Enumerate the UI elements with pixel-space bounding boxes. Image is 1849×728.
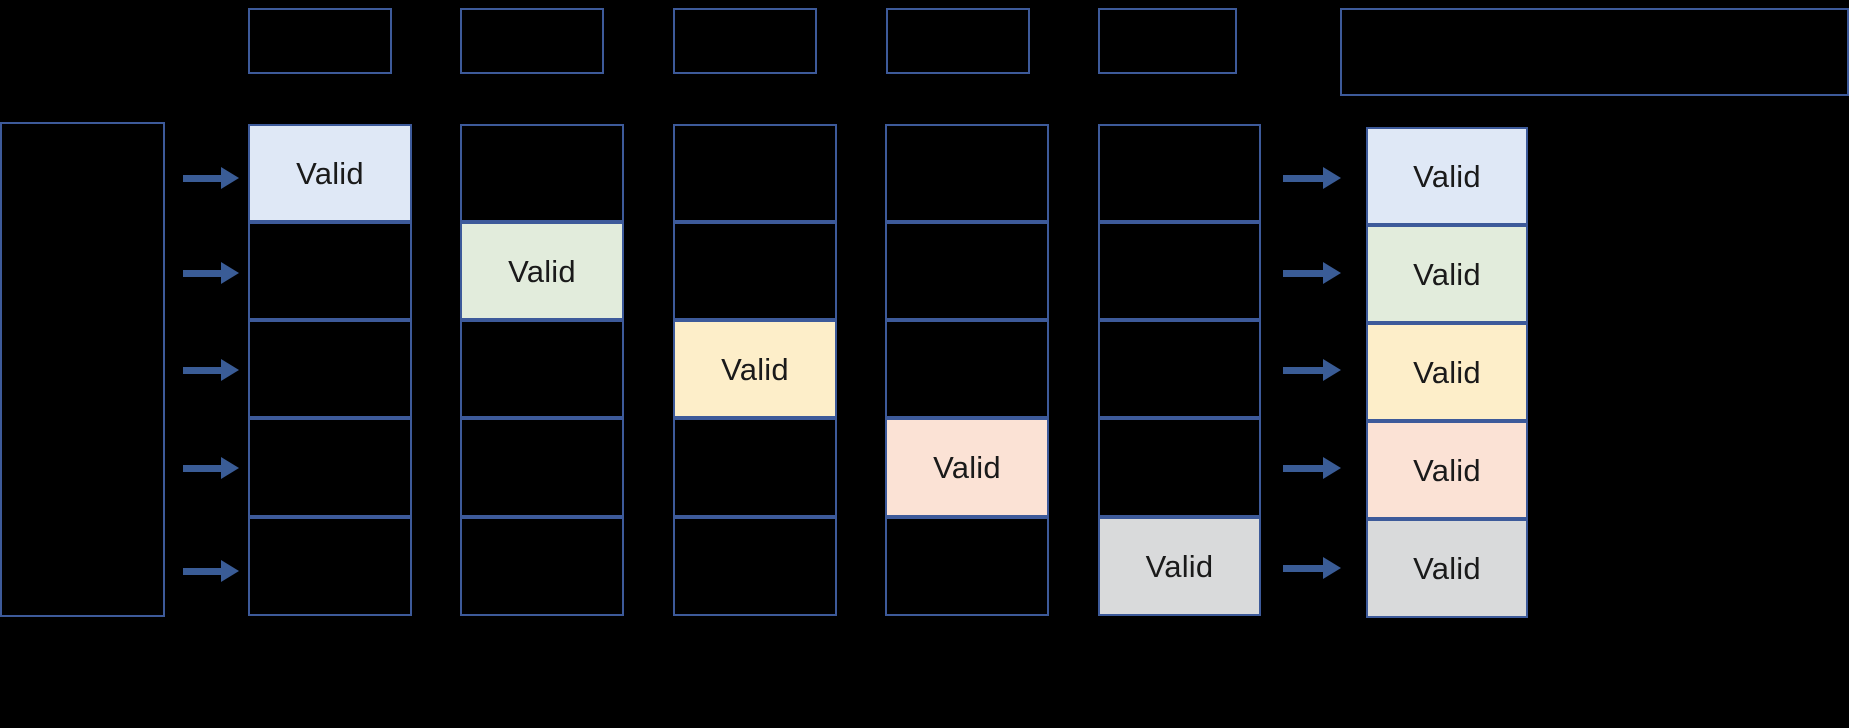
column-1-cell-5 — [248, 517, 412, 616]
left-arrow-5 — [183, 560, 239, 582]
arrow-head — [221, 262, 239, 284]
column-5-cell-1 — [1098, 124, 1261, 222]
header-box-2 — [460, 8, 604, 74]
arrow-shaft — [1283, 175, 1325, 182]
arrow-shaft — [183, 175, 223, 182]
arrow-head — [1323, 262, 1341, 284]
column-result-cell-4: Valid — [1366, 421, 1528, 519]
arrow-shaft — [183, 465, 223, 472]
header-box-1 — [248, 8, 392, 74]
right-arrow-2 — [1283, 262, 1341, 284]
column-2-cell-5 — [460, 517, 624, 616]
arrow-head — [1323, 557, 1341, 579]
header-box-4 — [886, 8, 1030, 74]
arrow-head — [221, 359, 239, 381]
arrow-shaft — [1283, 367, 1325, 374]
column-4-cell-1 — [885, 124, 1049, 222]
arrow-shaft — [183, 367, 223, 374]
column-3-cell-4 — [673, 418, 837, 517]
header-box-6 — [1340, 8, 1849, 96]
left-arrow-2 — [183, 262, 239, 284]
column-2-cell-1 — [460, 124, 624, 222]
header-box-3 — [673, 8, 817, 74]
arrow-shaft — [1283, 465, 1325, 472]
header-box-5 — [1098, 8, 1237, 74]
column-4-cell-3 — [885, 320, 1049, 418]
column-5-cell-2 — [1098, 222, 1261, 320]
column-3-cell-2 — [673, 222, 837, 320]
arrow-shaft — [1283, 270, 1325, 277]
source-box — [0, 122, 165, 617]
column-1-cell-1: Valid — [248, 124, 412, 222]
arrow-head — [1323, 359, 1341, 381]
column-result-cell-3: Valid — [1366, 323, 1528, 421]
column-1-cell-4 — [248, 418, 412, 517]
column-3-cell-5 — [673, 517, 837, 616]
right-arrow-5 — [1283, 557, 1341, 579]
column-2-cell-4 — [460, 418, 624, 517]
column-2-cell-2: Valid — [460, 222, 624, 320]
right-arrow-3 — [1283, 359, 1341, 381]
column-3-cell-1 — [673, 124, 837, 222]
column-1-cell-2 — [248, 222, 412, 320]
column-4-cell-2 — [885, 222, 1049, 320]
column-5-cell-3 — [1098, 320, 1261, 418]
column-3-cell-3: Valid — [673, 320, 837, 418]
arrow-shaft — [1283, 565, 1325, 572]
column-result-cell-1: Valid — [1366, 127, 1528, 225]
arrow-shaft — [183, 568, 223, 575]
column-result-cell-5: Valid — [1366, 519, 1528, 618]
column-4-cell-4: Valid — [885, 418, 1049, 517]
arrow-head — [221, 167, 239, 189]
right-arrow-1 — [1283, 167, 1341, 189]
column-1-cell-3 — [248, 320, 412, 418]
left-arrow-3 — [183, 359, 239, 381]
column-5-cell-4 — [1098, 418, 1261, 517]
arrow-head — [221, 457, 239, 479]
right-arrow-4 — [1283, 457, 1341, 479]
column-4-cell-5 — [885, 517, 1049, 616]
left-arrow-1 — [183, 167, 239, 189]
arrow-shaft — [183, 270, 223, 277]
column-result-cell-2: Valid — [1366, 225, 1528, 323]
arrow-head — [221, 560, 239, 582]
column-5-cell-5: Valid — [1098, 517, 1261, 616]
arrow-head — [1323, 457, 1341, 479]
left-arrow-4 — [183, 457, 239, 479]
column-2-cell-3 — [460, 320, 624, 418]
arrow-head — [1323, 167, 1341, 189]
